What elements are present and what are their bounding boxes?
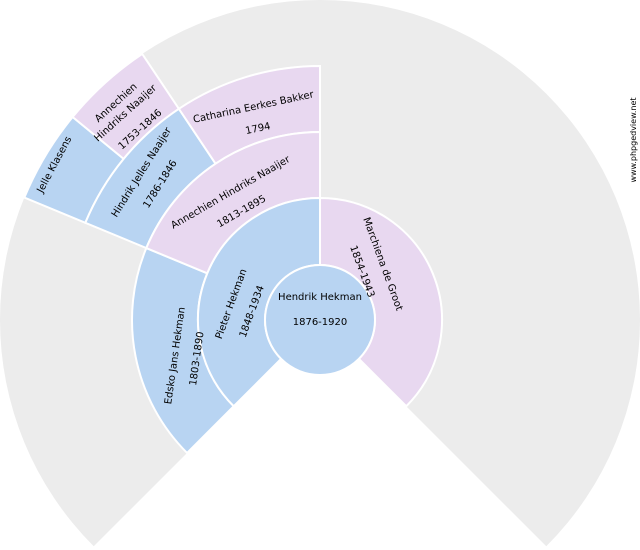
credit-text: www.phpgedview.net xyxy=(629,97,638,182)
segment-root-hendrik-hekman[interactable] xyxy=(264,264,376,376)
root-name: Hendrik Hekman xyxy=(278,292,362,303)
root-dates: 1876-1920 xyxy=(293,317,348,328)
catharina-eerkes-bakker-dates: 1794 xyxy=(244,121,271,137)
